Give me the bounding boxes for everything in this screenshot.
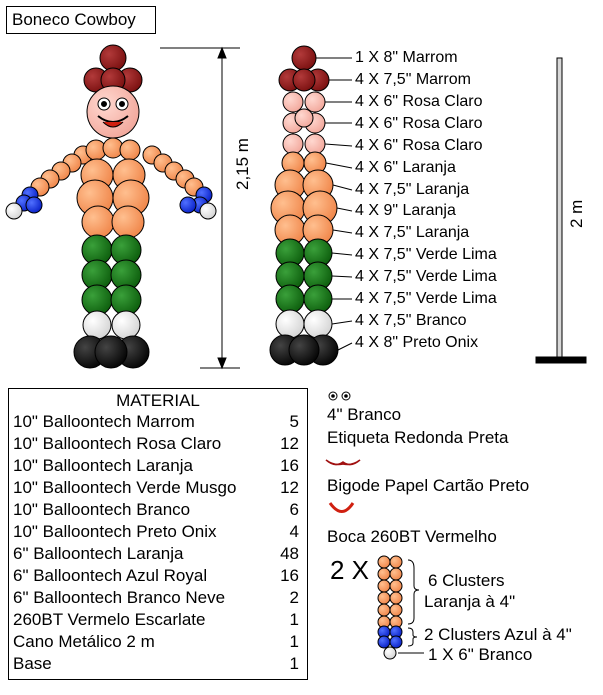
eyes-label: Etiqueta Redonda Preta: [327, 428, 509, 447]
balloon-label: 4 X 9" Laranja: [355, 202, 456, 219]
arm-multiplier: 2 X: [330, 555, 370, 585]
eyes-size-label: 4" Branco: [327, 405, 402, 424]
blue-clusters-label: 2 Clusters Azul à 4": [424, 625, 572, 644]
mouth-label: Boca 260BT Vermelho: [327, 527, 497, 546]
pole: [535, 57, 587, 364]
balloon-label: 4 X 7,5" Verde Lima: [355, 246, 497, 263]
white-tip-label: 1 X 6" Branco: [428, 645, 533, 664]
mustache-icon: [325, 459, 361, 466]
balloon-column: [269, 45, 339, 366]
orange-clusters-label-2: Laranja à 4": [424, 592, 516, 611]
right-arm: [142, 145, 217, 220]
arm-cluster-diagram: [377, 555, 403, 660]
balloon-label: 4 X 6" Laranja: [355, 159, 456, 176]
left-arm: [5, 145, 93, 220]
page-title: Boneco Cowboy: [6, 6, 156, 34]
cowboy-figure: [5, 44, 217, 369]
balloon-label: 4 X 7,5" Verde Lima: [355, 290, 497, 307]
balloon-label: 4 X 8" Preto Onix: [355, 334, 479, 351]
balloon-label: 4 X 7,5" Laranja: [355, 181, 470, 198]
balloon-label: 4 X 7,5" Laranja: [355, 224, 470, 241]
pole-label: 2 m: [567, 199, 586, 228]
eyes-icon: [328, 391, 351, 401]
cluster-brackets: [398, 559, 424, 654]
height-dimension: [160, 46, 240, 370]
orange-clusters-label: 6 Clusters: [428, 571, 505, 590]
balloon-label: 4 X 7,5" Verde Lima: [355, 268, 497, 285]
height-label: 2,15 m: [233, 138, 252, 190]
mustache-label: Bigode Papel Cartão Preto: [327, 476, 530, 495]
label-leaders: [316, 57, 353, 351]
balloon-label: 4 X 6" Rosa Claro: [355, 115, 483, 132]
balloon-label: 4 X 7,5" Marrom: [355, 71, 471, 88]
balloon-label: 4 X 6" Rosa Claro: [355, 93, 483, 110]
balloon-label: 1 X 8" Marrom: [355, 49, 458, 66]
material-heading: MATERIAL: [116, 391, 200, 410]
balloon-label: 4 X 7,5" Branco: [355, 312, 467, 329]
balloon-label: 4 X 6" Rosa Claro: [355, 137, 483, 154]
mouth-icon: [328, 502, 355, 513]
